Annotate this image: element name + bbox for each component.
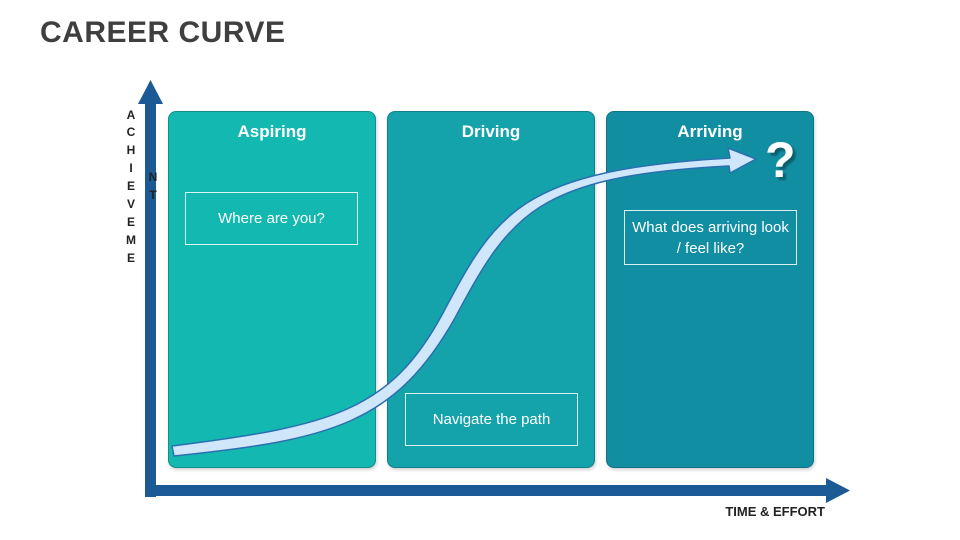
y-axis-letter: H — [126, 143, 136, 157]
y-axis-letter: A — [126, 108, 136, 122]
y-axis-letter: I — [129, 161, 133, 175]
x-axis — [145, 478, 850, 503]
question-mark: ? — [765, 132, 796, 188]
y-axis-letter: E — [126, 215, 135, 229]
y-axis-letter: T — [149, 188, 157, 202]
y-axis-letter: N — [148, 170, 158, 184]
y-axis-letter: M — [126, 233, 136, 247]
stage-box-arriving: What does arriving look / feel like? — [624, 210, 797, 265]
y-axis-letter: E — [126, 179, 135, 193]
y-axis — [138, 80, 163, 497]
stage-title-arriving: Arriving — [677, 122, 743, 141]
y-axis-letter: V — [126, 197, 135, 211]
y-axis-letter: E — [126, 251, 135, 265]
stage-box-driving: Navigate the path — [405, 393, 578, 446]
stage-panel-driving: Driving Navigate the path — [387, 111, 595, 468]
y-axis-letter: C — [126, 125, 136, 139]
slide-title: CAREER CURVE — [40, 16, 286, 49]
x-axis-label: TIME & EFFORT — [725, 504, 825, 519]
stage-title-driving: Driving — [461, 122, 521, 141]
stage-title-aspiring: Aspiring — [237, 122, 307, 141]
stage-panel-aspiring: Aspiring Where are you? — [168, 111, 376, 468]
stage-box-aspiring: Where are you? — [185, 192, 358, 245]
